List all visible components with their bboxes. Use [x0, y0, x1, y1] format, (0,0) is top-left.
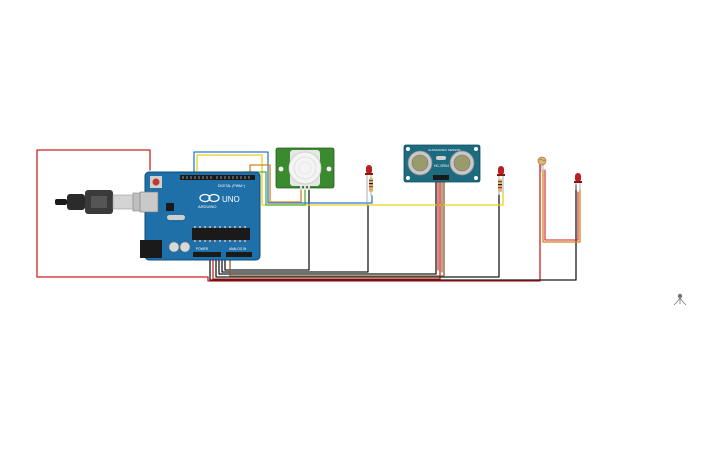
sonar-subtitle: ULTRASONIC SENSOR	[428, 148, 461, 152]
wire-orange-ldr[interactable]	[542, 169, 581, 243]
led-2[interactable]	[497, 166, 505, 195]
sonar-header	[433, 175, 449, 180]
capacitor	[179, 241, 191, 253]
transducer-left	[407, 150, 433, 176]
capacitor	[168, 241, 180, 253]
arduino-uno-board[interactable]: DIGITAL (PWM~) ARDUINO UNO	[139, 171, 261, 261]
wire-blue-signal[interactable]	[193, 151, 373, 204]
led-3[interactable]	[574, 173, 582, 190]
microcontroller-chip	[192, 228, 250, 240]
digital-label: DIGITAL (PWM~)	[218, 184, 245, 188]
analog-label: ANALOG IN	[229, 247, 247, 251]
mounting-hole	[406, 147, 410, 151]
digital-header	[180, 175, 255, 180]
wire-black-gnd-led1[interactable]	[221, 204, 369, 273]
sonar-crystal	[436, 156, 446, 160]
reset-button[interactable]	[150, 176, 162, 188]
photoresistor[interactable]	[537, 156, 547, 172]
mounting-hole	[474, 176, 478, 180]
pir-motion-sensor[interactable]	[275, 147, 335, 190]
wire-black-gnd-led3[interactable]	[209, 184, 577, 281]
chip-pins	[194, 226, 246, 242]
ultrasonic-sensor-hc-sr04[interactable]: ULTRASONIC SENSOR HC-SR04	[403, 144, 481, 183]
resistor[interactable]	[369, 178, 373, 192]
uno-text: UNO	[222, 195, 240, 204]
wire-red-ldr[interactable]	[544, 169, 579, 241]
wire-red-left-loop[interactable]	[36, 149, 541, 282]
mounting-hole	[406, 176, 410, 180]
crystal	[167, 215, 185, 220]
mounting-hole	[278, 166, 284, 172]
led-1[interactable]	[365, 165, 373, 205]
wire-brown-sonar[interactable]	[229, 179, 445, 277]
resistor[interactable]	[498, 179, 502, 192]
wire-red-power[interactable]	[212, 179, 441, 280]
usb-cable-icon[interactable]	[55, 190, 146, 214]
analog-header	[226, 252, 252, 257]
mounting-hole	[326, 166, 332, 172]
wire-yellow-signal[interactable]	[196, 154, 504, 206]
sonar-model: HC-SR04	[434, 164, 449, 168]
arduino-logo-icon	[199, 193, 220, 203]
usb-chip	[166, 203, 174, 211]
arduino-brand-text: ARDUINO	[198, 204, 216, 209]
wire-orange-pir[interactable]	[249, 164, 302, 203]
wire-black-gnd-sonar[interactable]	[218, 179, 437, 275]
wires	[36, 149, 581, 282]
mounting-hole	[474, 147, 478, 151]
wire-black-gnd-led2[interactable]	[215, 194, 500, 278]
wire-black-gnd-pir[interactable]	[224, 187, 310, 271]
tinkercad-logo-icon	[673, 293, 687, 306]
transducer-right	[449, 150, 475, 176]
power-header	[193, 252, 221, 257]
power-label: POWER	[196, 247, 209, 251]
pir-pins	[300, 186, 310, 190]
